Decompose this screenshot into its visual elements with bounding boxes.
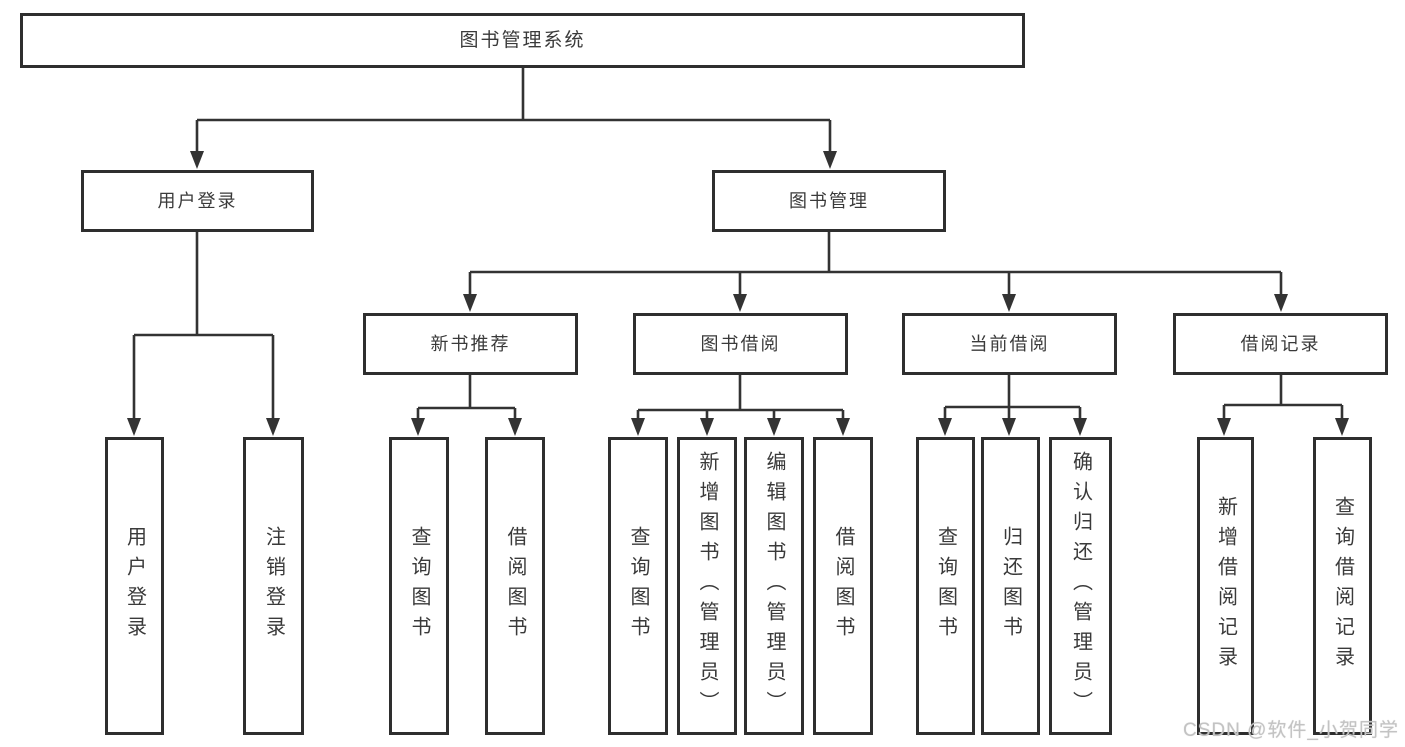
leaf-return-books: 归还图书 (981, 437, 1040, 735)
leaf-add-books-admin: 新增图书（管理员） (677, 437, 737, 735)
leaf-query-books-borrow: 查询图书 (608, 437, 668, 735)
connector-records-children (1217, 375, 1349, 436)
leaf-label: 借阅图书 (832, 526, 854, 646)
node-label: 借阅记录 (1240, 334, 1321, 354)
leaf-borrow-books: 借阅图书 (813, 437, 873, 735)
leaf-add-borrow-record: 新增借阅记录 (1197, 437, 1254, 735)
node-book-borrowing: 图书借阅 (633, 313, 848, 375)
leaf-label: 查询图书 (627, 526, 649, 646)
leaf-label: 新增图书（管理员） (696, 451, 718, 721)
node-label: 当前借阅 (969, 334, 1050, 354)
node-new-book-recommendation: 新书推荐 (363, 313, 578, 375)
connector-root-to-level2 (190, 68, 837, 169)
leaf-label: 查询图书 (934, 526, 957, 646)
connector-user-login-children (127, 232, 280, 436)
leaf-borrow-books-rec: 借阅图书 (485, 437, 545, 735)
leaf-logout: 注销登录 (243, 437, 304, 735)
node-label: 图书管理 (789, 191, 869, 211)
leaf-label: 借阅图书 (504, 526, 526, 646)
node-system-root: 图书管理系统 (20, 13, 1025, 68)
node-book-management: 图书管理 (712, 170, 946, 232)
leaf-label: 查询借阅记录 (1331, 496, 1354, 676)
leaf-query-borrow-record: 查询借阅记录 (1313, 437, 1372, 735)
leaf-user-login: 用户登录 (105, 437, 164, 735)
leaf-label: 注销登录 (262, 526, 285, 646)
leaf-label: 归还图书 (999, 526, 1022, 646)
leaf-edit-books-admin: 编辑图书（管理员） (744, 437, 804, 735)
leaf-label: 查询图书 (408, 526, 430, 646)
leaf-label: 新增借阅记录 (1214, 496, 1237, 676)
node-current-borrowing: 当前借阅 (902, 313, 1117, 375)
leaf-label: 编辑图书（管理员） (763, 451, 785, 721)
node-borrowing-records: 借阅记录 (1173, 313, 1388, 375)
leaf-query-books-current: 查询图书 (916, 437, 975, 735)
node-label: 图书管理系统 (459, 30, 586, 51)
csdn-watermark: CSDN @软件_小贺同学 (1183, 720, 1399, 741)
leaf-confirm-return-admin: 确认归还（管理员） (1049, 437, 1112, 735)
connector-current-children (938, 375, 1087, 436)
connector-new-rec-children (411, 375, 522, 436)
leaf-label: 确认归还（管理员） (1069, 451, 1092, 721)
node-user-login: 用户登录 (81, 170, 314, 232)
leaf-label: 用户登录 (123, 526, 146, 646)
connector-borrowing-children (631, 375, 850, 436)
leaf-query-books-rec: 查询图书 (389, 437, 449, 735)
node-label: 用户登录 (157, 191, 238, 211)
node-label: 新书推荐 (430, 334, 511, 354)
node-label: 图书借阅 (700, 334, 781, 354)
connector-book-mgmt-to-sections (463, 232, 1288, 312)
